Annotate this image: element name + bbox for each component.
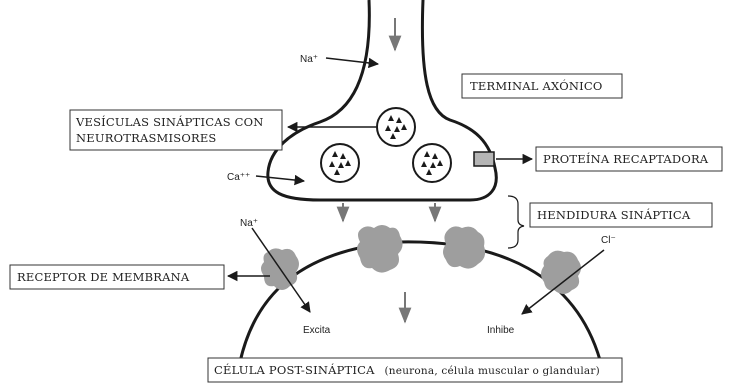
synaptic-vesicle xyxy=(413,144,451,182)
excita-label: Excita xyxy=(303,325,331,336)
receptor-label: RECEPTOR DE MEMBRANA xyxy=(17,270,190,284)
vesiculas-label-line2: NEUROTRASMISORES xyxy=(76,131,217,145)
terminal-axonico-label: TERMINAL AXÓNICO xyxy=(470,79,602,93)
na-bottom-label: Na⁺ xyxy=(240,218,258,229)
na-top-arrow xyxy=(326,58,378,64)
synaptic-vesicle xyxy=(377,108,415,146)
inhibe-label: Inhibe xyxy=(487,325,515,336)
axon-terminal-outline xyxy=(268,0,496,200)
cl-label: Cl⁻ xyxy=(601,235,616,246)
celula-label: CÉLULA POST-SINÁPTICA (neurona, célula m… xyxy=(214,363,600,377)
synaptic-vesicle xyxy=(321,144,359,182)
celula-label-detail: (neurona, célula muscular o glandular) xyxy=(385,365,600,377)
celula-label-main: CÉLULA POST-SINÁPTICA xyxy=(214,363,375,377)
vesiculas-label-line1: VESÍCULAS SINÁPTICAS CON xyxy=(75,115,264,129)
hendidura-label: HENDIDURA SINÁPTICA xyxy=(537,208,691,222)
ca-label: Ca⁺⁺ xyxy=(227,172,250,183)
na-top-label: Na⁺ xyxy=(300,54,318,65)
membrane-receptor xyxy=(357,225,403,273)
proteina-label: PROTEÍNA RECAPTADORA xyxy=(543,152,709,166)
reuptake-protein xyxy=(474,152,494,166)
membrane-receptor xyxy=(443,226,485,268)
cleft-bracket xyxy=(508,196,524,248)
ca-arrow xyxy=(256,176,304,181)
